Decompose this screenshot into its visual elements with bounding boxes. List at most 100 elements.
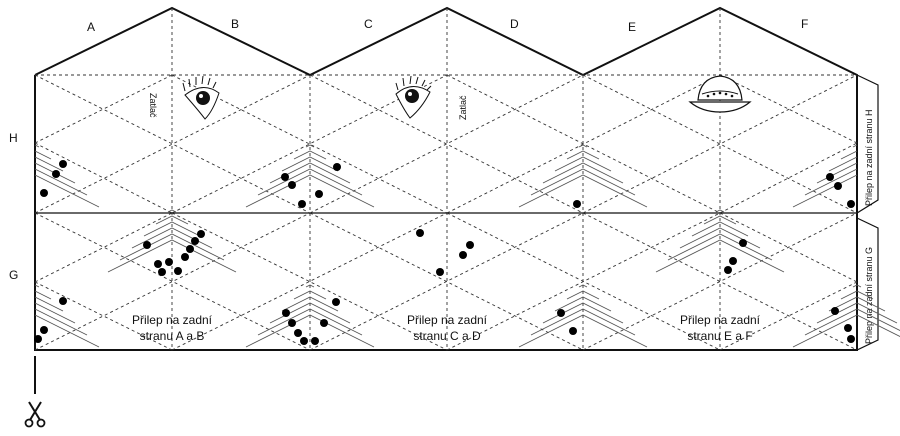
stair-line bbox=[34, 290, 52, 300]
stair-line bbox=[293, 150, 327, 160]
dot bbox=[34, 335, 42, 343]
stair-line bbox=[804, 308, 900, 336]
stair-line bbox=[34, 150, 52, 160]
stair-line bbox=[167, 209, 177, 213]
stair-line bbox=[269, 302, 351, 324]
dot bbox=[573, 200, 581, 208]
side-tab-h: Přilep na zadní stranu H bbox=[856, 74, 879, 215]
eye-icon bbox=[395, 75, 432, 119]
glue-label-ef-line1: Přilep na zadní bbox=[680, 313, 761, 327]
stair-line bbox=[107, 239, 237, 273]
stair-line bbox=[542, 302, 624, 324]
stair-line bbox=[578, 284, 588, 288]
dot bbox=[332, 298, 340, 306]
stair-line bbox=[34, 308, 88, 336]
stair-line bbox=[34, 284, 40, 288]
stair-line bbox=[518, 314, 648, 348]
stair-line bbox=[281, 296, 339, 312]
push-label-2: Zatlač bbox=[458, 95, 468, 120]
dot bbox=[181, 253, 189, 261]
side-tab-g-label: Přilep na zadní stranu G bbox=[864, 247, 874, 344]
edge-label-d: D bbox=[510, 17, 519, 31]
dot bbox=[739, 239, 747, 247]
stair-line bbox=[34, 296, 64, 312]
dot bbox=[154, 260, 162, 268]
stair-line bbox=[34, 144, 40, 148]
stair-line bbox=[245, 174, 375, 208]
dot bbox=[315, 190, 323, 198]
dot bbox=[186, 245, 194, 253]
stair-line bbox=[518, 174, 648, 208]
stair-line bbox=[655, 239, 785, 273]
dot bbox=[416, 229, 424, 237]
dot bbox=[320, 319, 328, 327]
stair-line bbox=[816, 302, 898, 324]
dot bbox=[59, 160, 67, 168]
stair-line bbox=[34, 174, 100, 208]
dot bbox=[466, 241, 474, 249]
dot bbox=[569, 327, 577, 335]
edge-label-a: A bbox=[87, 20, 95, 34]
dot bbox=[826, 173, 834, 181]
dot bbox=[143, 241, 151, 249]
dot bbox=[288, 181, 296, 189]
stair-line bbox=[257, 168, 363, 196]
dot bbox=[847, 335, 855, 343]
dot bbox=[197, 230, 205, 238]
side-tab-h-label: Přilep na zadní stranu H bbox=[864, 109, 874, 206]
dot bbox=[311, 337, 319, 345]
stair-line bbox=[34, 314, 100, 348]
dot bbox=[459, 251, 467, 259]
stair-line bbox=[566, 290, 600, 300]
stair-line bbox=[703, 215, 737, 225]
glue-label-ab-line2: stranu A a B bbox=[140, 329, 205, 343]
glue-label-cd-line2: stranu C a D bbox=[413, 329, 481, 343]
glue-label-cd-line1: Přilep na zadní bbox=[407, 313, 488, 327]
stair-line bbox=[840, 290, 874, 300]
dot bbox=[174, 267, 182, 275]
edge-label-b: B bbox=[231, 17, 239, 31]
edge-label-g: G bbox=[9, 268, 18, 282]
dot bbox=[40, 189, 48, 197]
stair-line bbox=[691, 221, 749, 237]
stair-line bbox=[530, 308, 636, 336]
eye-icon bbox=[182, 75, 220, 120]
stair-line bbox=[530, 168, 636, 196]
dot bbox=[300, 337, 308, 345]
stair-line bbox=[804, 168, 858, 196]
dot bbox=[333, 163, 341, 171]
stair-line bbox=[828, 296, 886, 312]
stair-line bbox=[667, 233, 773, 261]
dot bbox=[729, 257, 737, 265]
stair-line bbox=[305, 144, 315, 148]
stair-line bbox=[34, 156, 64, 172]
dot bbox=[844, 324, 852, 332]
dot bbox=[557, 309, 565, 317]
side-tab-g: Přilep na zadní stranu G bbox=[856, 217, 879, 351]
stair-line bbox=[554, 296, 612, 312]
edge-label-h: H bbox=[9, 131, 18, 145]
stair-line bbox=[554, 156, 612, 172]
edge-label-c: C bbox=[364, 17, 373, 31]
stair-line bbox=[257, 308, 363, 336]
dot bbox=[847, 200, 855, 208]
dot bbox=[298, 200, 306, 208]
dot bbox=[158, 268, 166, 276]
stair-line bbox=[852, 144, 858, 148]
dot bbox=[436, 268, 444, 276]
stair-line bbox=[816, 162, 858, 184]
stair-line bbox=[715, 209, 725, 213]
scissors-icon bbox=[24, 401, 46, 428]
dot bbox=[834, 182, 842, 190]
dot bbox=[165, 258, 173, 266]
stair-line bbox=[840, 150, 858, 160]
dot bbox=[191, 237, 199, 245]
dot bbox=[40, 326, 48, 334]
stair-line bbox=[155, 215, 189, 225]
stair-line bbox=[281, 156, 339, 172]
edge-label-e: E bbox=[628, 20, 636, 34]
stair-line bbox=[34, 168, 88, 196]
dot bbox=[831, 307, 839, 315]
dot bbox=[294, 329, 302, 337]
